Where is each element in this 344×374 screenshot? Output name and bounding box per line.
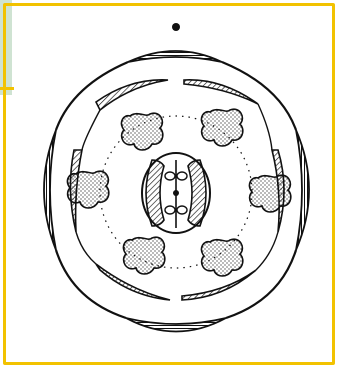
anther xyxy=(68,171,109,208)
axis-dot xyxy=(172,23,180,31)
anther xyxy=(202,239,243,276)
anther xyxy=(122,113,163,150)
anther xyxy=(124,237,165,274)
ovary xyxy=(142,153,210,233)
anther xyxy=(202,109,243,146)
anther xyxy=(250,175,291,212)
